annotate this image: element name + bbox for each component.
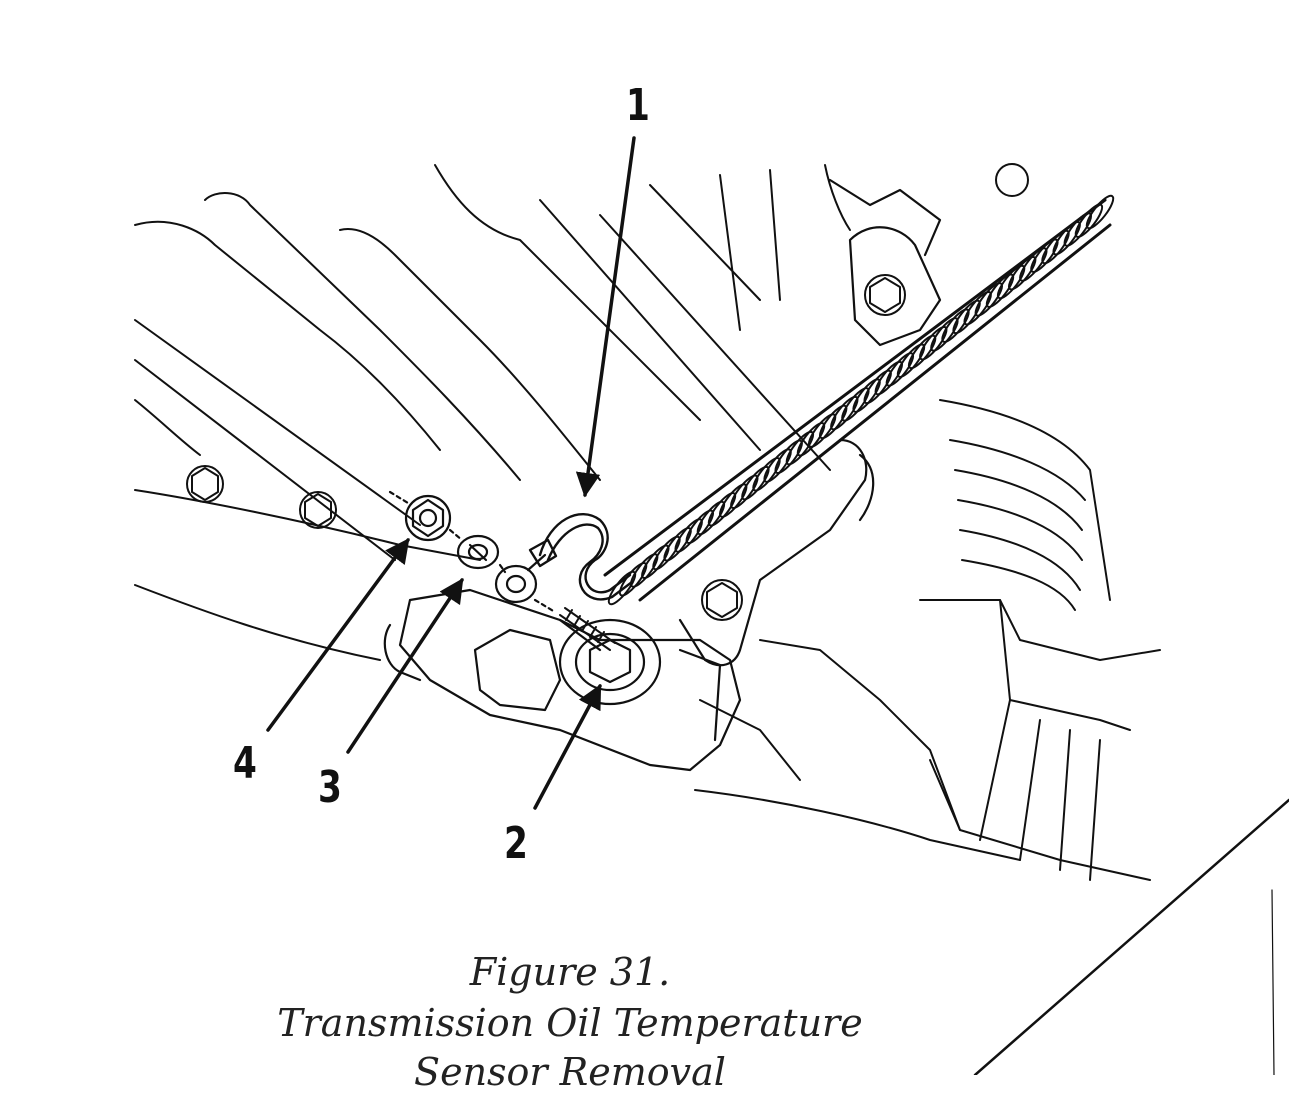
conduit-coil xyxy=(707,492,737,527)
conduit-coil xyxy=(696,500,726,536)
conduit-coil xyxy=(952,299,981,335)
housing-contours xyxy=(134,164,1021,861)
conduit-coils xyxy=(607,194,1115,606)
conduit-coil xyxy=(741,465,770,501)
conduit-coil xyxy=(752,457,781,492)
threaded-stud xyxy=(559,607,616,651)
conduit-coil xyxy=(896,343,926,378)
conduit-coil xyxy=(941,308,970,343)
conduit-coil xyxy=(830,395,859,431)
ribbed-drum xyxy=(919,399,1161,881)
conduit-coil xyxy=(641,544,670,579)
conduit-coil xyxy=(663,527,692,562)
conduit-coil xyxy=(652,535,681,571)
conduit-coil xyxy=(874,360,903,396)
conduit-coil xyxy=(1063,212,1092,247)
conduit-coil xyxy=(1041,229,1070,265)
conduit-coil xyxy=(819,404,848,440)
conduit-coil xyxy=(630,553,659,588)
conduit-coil xyxy=(719,483,748,518)
mounting-bracket xyxy=(678,178,942,667)
conduit-coil xyxy=(930,317,959,352)
page-corner-line xyxy=(973,798,1289,1075)
figure-title-line-2: Sensor Removal xyxy=(414,1050,726,1094)
conduit-coil xyxy=(985,273,1015,308)
conduit-coil xyxy=(796,422,826,457)
callout-3: 3 xyxy=(318,762,342,813)
conduit-coil xyxy=(841,387,870,422)
conduit-coil xyxy=(774,439,803,474)
exploded-hardware xyxy=(388,490,557,614)
sensor-wire-loop xyxy=(528,513,634,601)
conduit-coil xyxy=(963,291,992,326)
conduit-coil xyxy=(1019,247,1048,282)
figure-title-line-1: Transmission Oil Temperature xyxy=(277,1001,863,1045)
leader-arrows xyxy=(266,136,636,810)
conduit-coil xyxy=(907,334,937,370)
conduit-coil xyxy=(885,352,915,387)
coiled-conduit xyxy=(603,198,1112,602)
conduit-coil xyxy=(763,448,792,483)
conduit-coil xyxy=(919,326,948,361)
conduit-coil xyxy=(785,430,815,466)
conduit-coil xyxy=(1074,203,1104,238)
callout-1: 1 xyxy=(626,80,650,131)
callout-4: 4 xyxy=(233,738,257,789)
conduit-coil xyxy=(1008,256,1037,291)
conduit-coil xyxy=(685,509,714,544)
conduit-coil xyxy=(1052,221,1081,256)
flange-bolts xyxy=(186,163,1029,621)
conduit-coil xyxy=(852,378,881,413)
conduit-coil xyxy=(863,369,892,405)
conduit-coil xyxy=(807,413,837,448)
conduit-coil xyxy=(674,518,703,553)
conduit-coil xyxy=(1085,194,1115,230)
conduit-coil xyxy=(974,282,1003,317)
callout-2: 2 xyxy=(504,818,528,869)
conduit-coil xyxy=(1030,238,1059,273)
conduit-coil xyxy=(996,264,1026,300)
conduit-coil xyxy=(730,474,759,509)
figure-number: Figure 31. xyxy=(469,950,671,994)
